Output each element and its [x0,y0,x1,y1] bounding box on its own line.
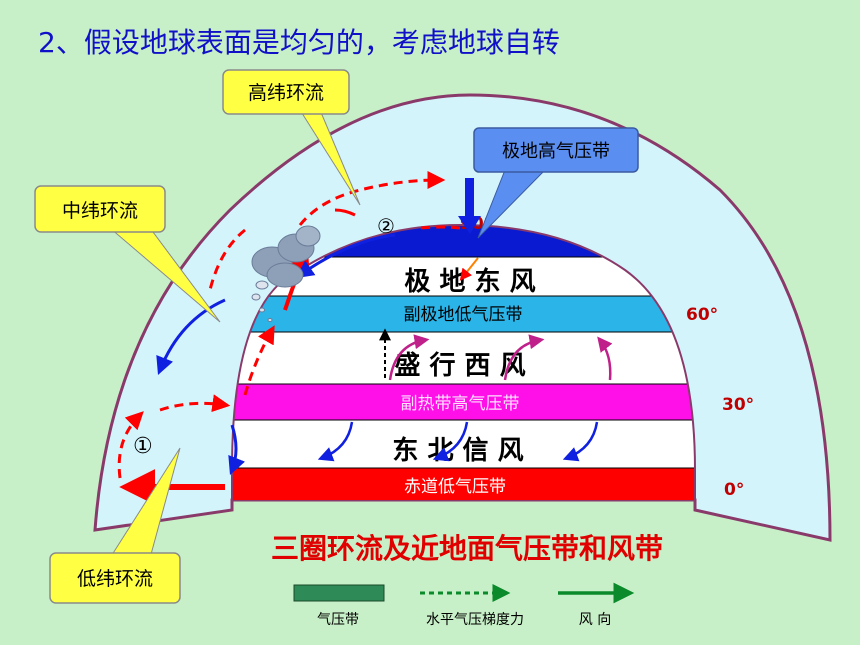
westerly-arrow-3 [597,336,613,381]
westerly-arrow-2 [503,334,545,381]
westerlies-label: 盛 行 西 风 [394,350,525,381]
subtropical-high-band [232,383,695,421]
mid-cell-top-red [208,228,246,291]
polar-descent-arrow-head [458,216,481,234]
earth-hemisphere [232,225,695,500]
callout-polar-high-label: 极地高气压带 [502,141,610,162]
subpolar-low-label: 副极地低气压带 [404,305,523,325]
cell-two-marker: ② [377,214,395,238]
trade-arrow-3 [562,421,599,462]
high-cell-blue [295,233,396,279]
westerly-arrow-1 [388,334,430,381]
callout-polar-high: 极地高气压带 [473,127,639,239]
callout-low-latitude: 低纬环流 [49,447,181,604]
circulation-cells [117,171,461,506]
callout-low-latitude-label: 低纬环流 [77,568,153,590]
equatorial-low-label: 赤道低气压带 [404,477,506,497]
high-cell-right-red [419,225,461,230]
legend-pressure-label: 气压带 [317,612,359,628]
cloud-icon [251,225,321,322]
callout-high-latitude-label: 高纬环流 [248,82,324,104]
legend-gradient-label: 水平气压梯度力 [426,612,524,628]
latitude-30-label: 30° [722,395,754,415]
latitude-0-label: 0° [724,480,744,500]
callout-mid-latitude: 中纬环流 [34,185,221,323]
legend: 气压带 水平气压梯度力 风 向 [293,582,635,628]
page-title: 2、假设地球表面是均匀的，考虑地球自转 [38,26,560,59]
legend-wind-label: 风 向 [579,612,611,628]
subtropical-high-label: 副热带高气压带 [401,394,520,414]
subpolar-low-band [232,295,695,333]
surface-wind-arrows [317,257,613,462]
latitude-60-label: 60° [686,305,718,325]
cell-one-marker: ① [133,434,153,459]
callout-mid-latitude-label: 中纬环流 [62,200,138,222]
legend-pressure-swatch [293,584,385,602]
equatorial-low-band [232,467,695,500]
low-cell-left-red [117,411,144,479]
polar-descent-arrow-shaft [465,178,474,220]
high-cell-red-lower [334,208,356,217]
polar-easterlies-label: 极 地 东 风 [404,266,535,297]
earth-outline [231,223,696,500]
callout-high-latitude: 高纬环流 [222,69,361,206]
polar-easterly-arrow [459,257,479,281]
low-cell-down-blue [228,424,246,476]
low-cell-top-red [159,394,231,413]
trade-winds-label: 东 北 信 风 [392,435,523,466]
high-cell-top-red [298,171,446,226]
trade-arrow-1 [317,421,354,462]
mid-cell-up-red [243,325,275,396]
trade-arrow-2 [432,421,469,462]
mid-cell-left-blue [156,298,226,376]
diagram-title: 三圈环流及近地面气压带和风带 [271,532,663,565]
